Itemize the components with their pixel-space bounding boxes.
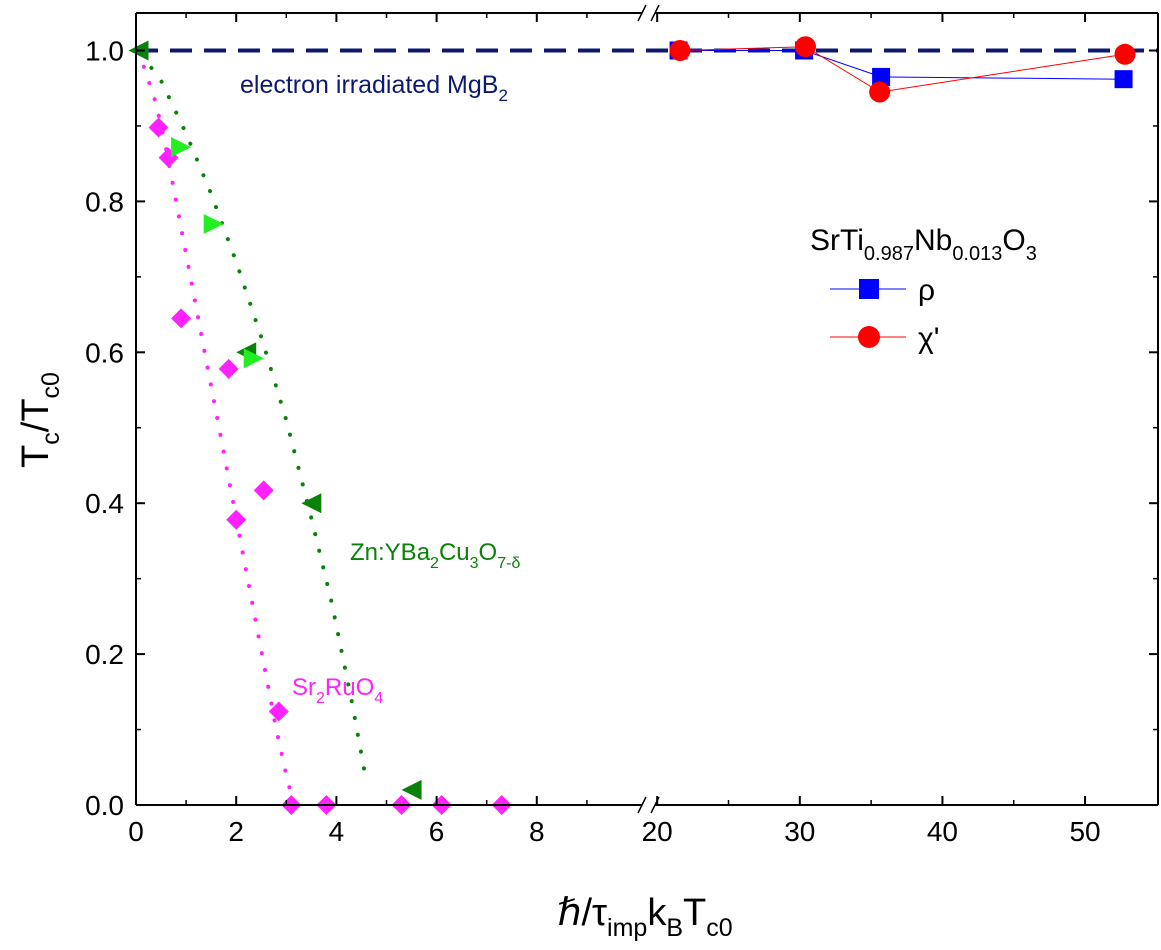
x-tick-label: 30 (784, 816, 815, 847)
data-point-circle (1114, 43, 1136, 65)
y-tick-label: 0.0 (85, 790, 124, 821)
x-tick-label: 0 (128, 816, 144, 847)
legend-rho-marker (859, 279, 879, 299)
guide-curves (136, 48, 369, 807)
legend-chi-marker (858, 326, 880, 348)
series-layer (128, 36, 1136, 815)
y-tick-label: 1.0 (85, 36, 124, 67)
series-2 (148, 117, 512, 815)
y-tick-label: 0.2 (85, 639, 124, 670)
axis-break-mark-top-0 (637, 4, 647, 22)
axes (135, 4, 1159, 814)
y-tick-label: 0.4 (85, 488, 124, 519)
guide-curve-0 (136, 48, 296, 807)
tick-layer: 0.0 0.2 0.4 0.6 0.8 1.0 0 2 4 6 8 20 30 40 50 (85, 13, 1158, 847)
data-point-circle (869, 81, 891, 103)
data-point-diamond (226, 509, 247, 530)
sro-annotation: Sr2RuO4 (292, 674, 383, 707)
data-point-circle (669, 40, 691, 61)
data-point-square (872, 67, 891, 86)
data-point-circle (795, 36, 817, 58)
data-point-square (1114, 70, 1133, 89)
axis-break-mark-bottom-0 (637, 796, 647, 814)
x-tick-label: 8 (529, 816, 545, 847)
legend: SrTi0.987Nb0.013O3 ρ χ' (810, 224, 1037, 355)
data-point-triangle-left (301, 493, 322, 514)
series-line-0 (678, 50, 1124, 80)
x-tick-label: 4 (329, 816, 345, 847)
data-point-triangle-right (243, 348, 264, 369)
x-tick-label: 6 (429, 816, 445, 847)
series-line-1 (679, 46, 1126, 93)
x-axis-label: ℏ/τimpkBTc0 (557, 892, 732, 942)
ybco-annotation: Zn:YBa2Cu3O7-δ (350, 539, 520, 572)
data-point-diamond (253, 480, 274, 501)
x-tick-label: 40 (927, 816, 958, 847)
legend-rho-label: ρ (918, 274, 935, 307)
guide-curve-1 (139, 52, 369, 785)
legend-chi-label: χ' (918, 322, 939, 355)
y-tick-label: 0.8 (85, 186, 124, 217)
data-point-triangle-right (203, 214, 224, 235)
mgb2-annotation: electron irradiated MgB2 (240, 71, 508, 105)
data-point-diamond (218, 358, 239, 379)
data-point-diamond (268, 701, 289, 722)
x-tick-label: 50 (1069, 816, 1100, 847)
legend-title: SrTi0.987Nb0.013O3 (810, 224, 1037, 265)
data-point-triangle-right (171, 137, 192, 158)
x-tick-label: 20 (642, 816, 673, 847)
y-tick-label: 0.6 (85, 337, 124, 368)
data-point-diamond (148, 117, 169, 138)
y-axis-label: Tc/Tc0 (15, 372, 65, 468)
data-point-diamond (171, 308, 192, 329)
series-4 (171, 137, 264, 369)
series-1 (669, 36, 1136, 103)
x-tick-label: 2 (228, 816, 244, 847)
data-point-triangle-left (401, 779, 422, 800)
axis-break-mark-top-1 (650, 4, 660, 22)
